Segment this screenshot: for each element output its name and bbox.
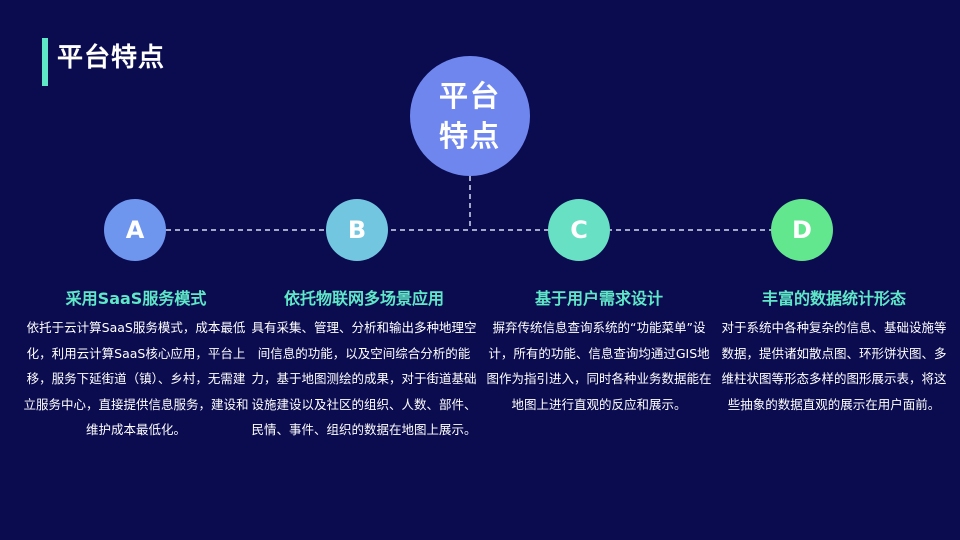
title-accent-bar	[42, 38, 48, 86]
feature-column-c: 基于用户需求设计 摒弃传统信息查询系统的“功能菜单”设计，所有的功能、信息查询均…	[486, 288, 712, 417]
node-d: D	[771, 199, 833, 261]
node-b: B	[326, 199, 388, 261]
page-title: 平台特点	[57, 43, 166, 73]
feature-text-a: 依托于云计算SaaS服务模式，成本最低化，利用云计算SaaS核心应用，平台上移，…	[23, 320, 249, 437]
feature-text-d: 对于系统中各种复杂的信息、基础设施等数据，提供诸如散点图、环形饼状图、多维柱状图…	[721, 320, 947, 412]
feature-column-a: 采用SaaS服务模式 依托于云计算SaaS服务模式，成本最低化，利用云计算Saa…	[23, 288, 249, 443]
feature-text-b: 具有采集、管理、分析和输出多种地理空间信息的功能，以及空间综合分析的能力，基于地…	[251, 320, 477, 437]
center-label: 平台特点	[438, 79, 501, 153]
feature-title-c: 基于用户需求设计	[534, 289, 663, 308]
feature-column-b: 依托物联网多场景应用 具有采集、管理、分析和输出多种地理空间信息的功能，以及空间…	[251, 288, 477, 443]
feature-title-d: 丰富的数据统计形态	[761, 289, 906, 308]
feature-title-a: 采用SaaS服务模式	[65, 289, 207, 308]
node-a: A	[104, 199, 166, 261]
center-circle: 平台特点	[410, 56, 530, 176]
feature-title-b: 依托物联网多场景应用	[283, 289, 444, 308]
feature-text-c: 摒弃传统信息查询系统的“功能菜单”设计，所有的功能、信息查询均通过GIS地图作为…	[486, 320, 712, 412]
node-c: C	[548, 199, 610, 261]
feature-column-d: 丰富的数据统计形态 对于系统中各种复杂的信息、基础设施等数据，提供诸如散点图、环…	[721, 288, 947, 417]
